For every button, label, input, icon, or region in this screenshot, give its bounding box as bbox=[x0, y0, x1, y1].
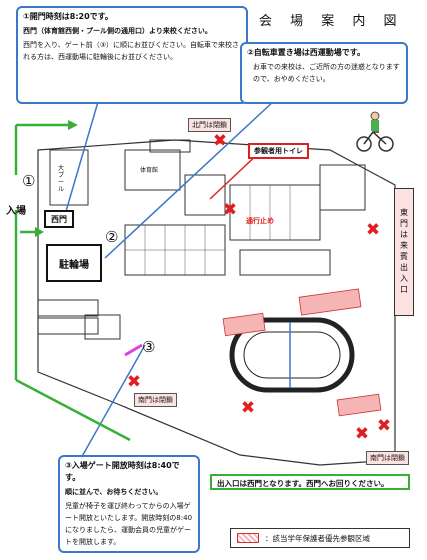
route-arrows bbox=[14, 120, 131, 442]
southeast-x-icon-1: ✖ bbox=[376, 416, 392, 436]
callout1-line1: 西門（体育館西側・プール側の通用口）より来校ください。 bbox=[23, 27, 212, 35]
toilet-label: 参観者用トイレ bbox=[248, 143, 309, 159]
callout2-body: お車での来校は、ご近所の方の迷惑となりますので、おやめください。 bbox=[253, 63, 400, 83]
callout1-heading: ①開門時刻は8:20です。 bbox=[23, 12, 113, 21]
west-small-3 bbox=[84, 314, 121, 340]
east-building bbox=[319, 164, 366, 211]
callout3-pointer bbox=[79, 344, 146, 461]
callout-gate-time: ③入場ゲート開放時刻は8:40です。 順に並んで、お待ちください。 児童が椅子を… bbox=[58, 455, 200, 553]
callout2-heading: ②自転車置き場は西運動場です。 bbox=[247, 48, 365, 57]
callout1-line2: 西門を入り、ゲート前（③）に順にお並びください。自転車で来校される方は、西運動場… bbox=[23, 41, 239, 61]
circle-2-label: ② bbox=[105, 228, 119, 246]
entrance-label: 入場 bbox=[6, 206, 26, 217]
south-gate-closed-label-2: 南門は閉鎖 bbox=[366, 451, 409, 465]
cyclist-icon bbox=[356, 111, 394, 152]
callout3-line1: 順に並んで、お待ちください。 bbox=[65, 488, 163, 496]
center-building bbox=[184, 174, 226, 216]
gate3-path bbox=[124, 343, 143, 357]
no-entry-label: 通行止め bbox=[246, 217, 274, 225]
priority-zones bbox=[222, 288, 382, 417]
north-building bbox=[149, 139, 191, 153]
legend: ：該当学年保護者優先参観区域 bbox=[230, 528, 410, 548]
south-gate-closed-label: 南門は閉鎖 bbox=[134, 393, 177, 407]
callout3-heading: ③入場ゲート開放時刻は8:40です。 bbox=[65, 461, 180, 482]
callout1-pointer bbox=[61, 94, 101, 226]
east-x-icon: ✖ bbox=[365, 220, 381, 240]
callout-opening-time: ①開門時刻は8:20です。 西門（体育館西側・プール側の通用口）より来校ください… bbox=[16, 6, 248, 104]
callout2-pointer bbox=[104, 99, 276, 259]
callout-bike-parking: ②自転車置き場は西運動場です。 お車での来校は、ご近所の方の迷惑となりますので、… bbox=[240, 42, 408, 104]
running-track-inner bbox=[243, 331, 341, 379]
page-title: 会 場 案 内 図 bbox=[259, 14, 404, 29]
gym-building bbox=[124, 149, 181, 191]
legend-label: ：該当学年保護者優先参観区域 bbox=[265, 533, 370, 543]
west-gate-box: 西門 bbox=[44, 210, 74, 228]
classroom-block-3 bbox=[239, 249, 331, 276]
no-entry-x-icon: ✖ bbox=[222, 200, 238, 220]
north-gate-closed-label: 北門は閉鎖 bbox=[188, 118, 231, 132]
bike-parking-box: 駐輪場 bbox=[46, 244, 102, 282]
classroom-block-2 bbox=[229, 184, 321, 241]
running-track-outer bbox=[229, 317, 355, 393]
pool-label: 大プール bbox=[58, 165, 65, 193]
south-gate-x-icon: ✖ bbox=[126, 372, 142, 392]
classroom-grid bbox=[125, 185, 291, 275]
southwest-x-icon: ✖ bbox=[240, 398, 256, 418]
southeast-x-icon-2: ✖ bbox=[354, 424, 370, 444]
east-gate-label: 東門は来賓出入口 bbox=[394, 188, 414, 316]
priority-zone-swatch bbox=[237, 533, 259, 543]
west-small-2 bbox=[37, 317, 99, 335]
circle-1-label: ① bbox=[22, 172, 36, 190]
north-gate-x-icon: ✖ bbox=[212, 131, 228, 151]
pool bbox=[49, 149, 89, 206]
exit-note: 出入口は西門となります。西門へお回りください。 bbox=[210, 474, 410, 490]
west-small-1 bbox=[37, 299, 99, 317]
circle-3-label: ③ bbox=[142, 338, 156, 356]
callout3-body: 児童が椅子を運び終わってからの入場ゲート開放といたします。開放時刻の8:40にな… bbox=[65, 502, 193, 546]
gym-label: 体育館 bbox=[140, 167, 159, 174]
